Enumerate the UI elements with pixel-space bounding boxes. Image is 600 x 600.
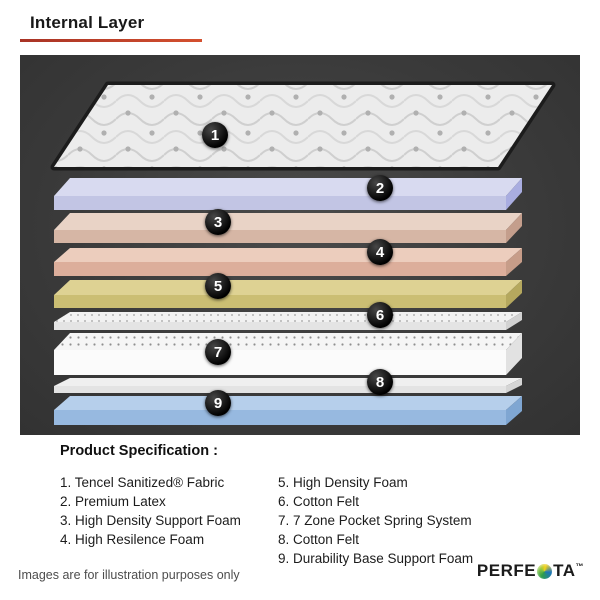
layer-9-base-support-foam [54, 396, 522, 425]
spec-heading: Product Specification : [60, 443, 218, 459]
layer-6-badge: 6 [367, 302, 393, 328]
brand-globe-icon [537, 563, 553, 579]
spec-item-7: 7. 7 Zone Pocket Spring System [278, 513, 472, 528]
layer-1-tencel-fabric [50, 81, 556, 171]
mattress-diagram-stage: 1 2 3 4 5 6 7 8 9 [20, 55, 580, 435]
layer-4-high-resilence-foam [54, 248, 522, 276]
layer-8-badge: 8 [367, 369, 393, 395]
layer-2-badge: 2 [367, 175, 393, 201]
layer-1-badge: 1 [202, 122, 228, 148]
layer-2-premium-latex [54, 178, 522, 210]
spec-item-1: 1. Tencel Sanitized® Fabric [60, 475, 225, 490]
spec-item-9: 9. Durability Base Support Foam [278, 551, 474, 566]
spec-item-4: 4. High Resilence Foam [60, 532, 205, 547]
layer-6-cotton-felt [54, 312, 522, 330]
layer-3-high-density-support-foam [54, 213, 522, 243]
layer-7-pocket-spring-system [54, 333, 522, 375]
layer-8-cotton-felt [54, 378, 522, 393]
spec-item-3: 3. High Density Support Foam [60, 513, 241, 528]
layer-3-badge: 3 [205, 209, 231, 235]
spec-item-6: 6. Cotton Felt [278, 494, 360, 509]
spec-column-left: 1. Tencel Sanitized® Fabric 2. Premium L… [60, 473, 241, 549]
spec-column-right: 5. High Density Foam 6. Cotton Felt 7. 7… [278, 473, 473, 568]
title-underline [20, 39, 202, 42]
trademark-symbol: ™ [575, 562, 584, 571]
brand-text-prefix: PERFE [476, 561, 537, 580]
brand-logo: PERFE TA ™ [477, 561, 584, 581]
spec-item-5: 5. High Density Foam [278, 475, 408, 490]
disclaimer-text: Images are for illustration purposes onl… [18, 568, 240, 582]
layer-7-badge: 7 [205, 339, 231, 365]
spec-item-2: 2. Premium Latex [60, 494, 166, 509]
layer-4-badge: 4 [367, 239, 393, 265]
layer-5-high-density-foam [54, 280, 522, 308]
layer-9-badge: 9 [205, 390, 231, 416]
mattress-layers-illustration [50, 81, 556, 425]
brand-text-suffix: TA [553, 561, 576, 580]
spec-item-8: 8. Cotton Felt [278, 532, 360, 547]
page-title: Internal Layer [30, 13, 145, 32]
layer-5-badge: 5 [205, 273, 231, 299]
